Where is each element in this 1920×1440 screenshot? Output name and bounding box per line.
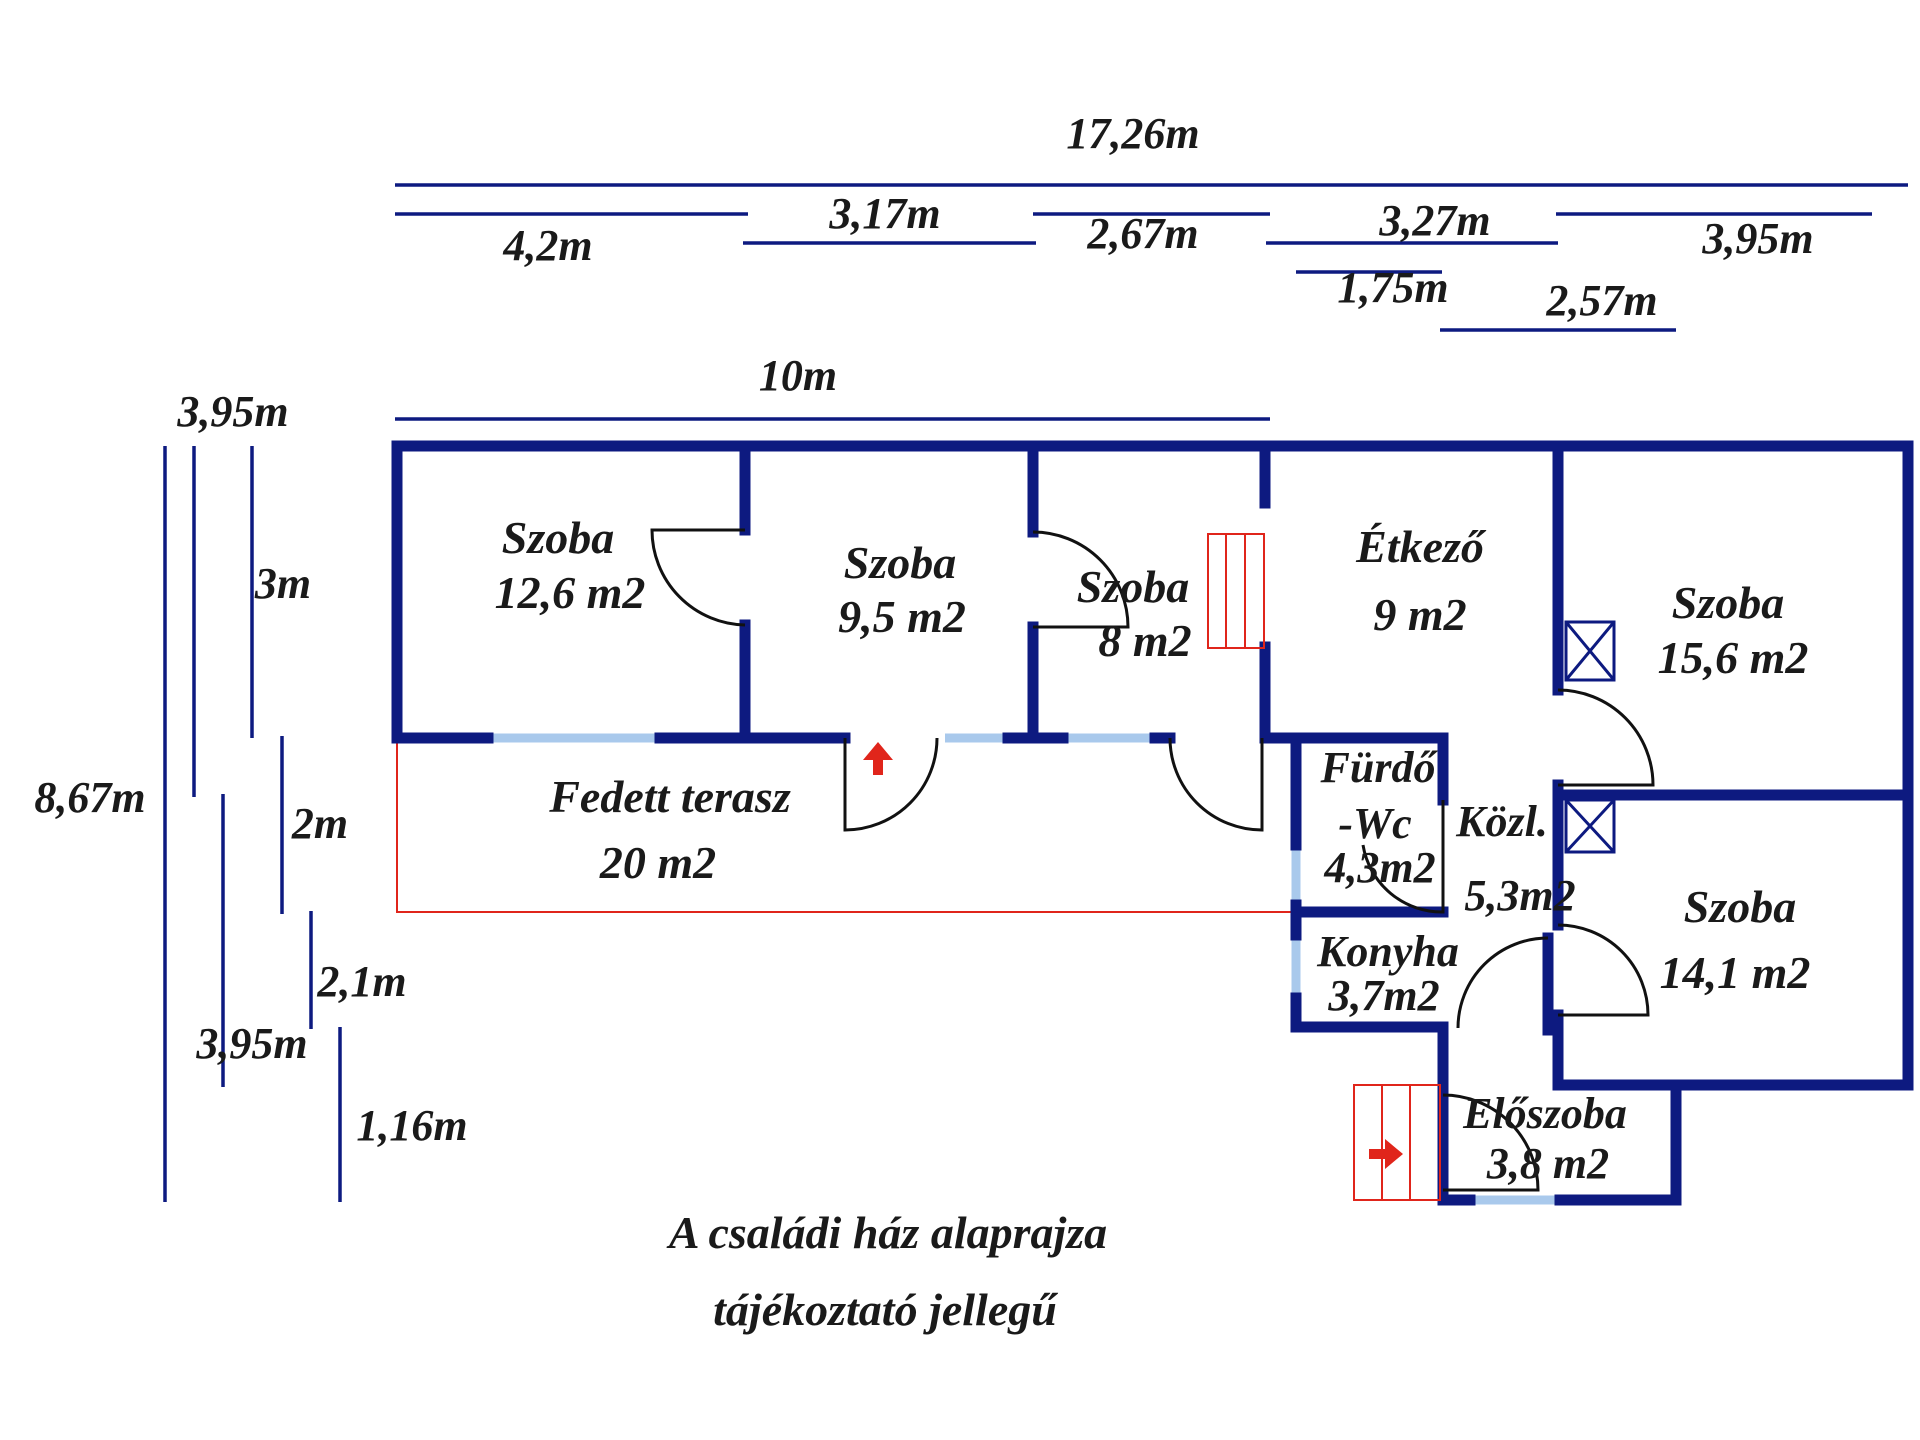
entrance-arrows (863, 742, 1403, 1169)
label-total-width: 17,26m (1066, 109, 1199, 158)
room-kozl-name: Közl. (1455, 797, 1548, 846)
room-szoba5-name: Szoba (1684, 881, 1796, 932)
caption-line2: tájékoztató jellegű (713, 1284, 1058, 1335)
door-szoba2-szoba3 (1032, 530, 1130, 629)
stairs-upper-box (1207, 533, 1265, 649)
doors (650, 528, 1655, 1192)
room-szoba2-name: Szoba (844, 537, 956, 588)
room-szoba2-area: 9,5 m2 (838, 591, 966, 642)
room-furdo-area: 4,3m2 (1323, 843, 1435, 892)
label-3-27: 3,27m (1378, 196, 1490, 245)
label-left-2: 2m (291, 799, 348, 848)
room-szoba3-area: 8 m2 (1098, 615, 1191, 666)
door-szoba4 (1557, 688, 1655, 787)
room-etkezo-name: Étkező (1355, 521, 1487, 572)
room-terasz-area: 20 m2 (599, 837, 716, 888)
label-left-8-67: 8,67m (34, 773, 145, 822)
chimney-upper-x2 (1564, 621, 1616, 681)
label-1-75: 1,75m (1337, 263, 1448, 312)
caption-line1: A családi ház alaprajza (666, 1207, 1107, 1258)
label-10: 10m (759, 351, 837, 400)
caption: A családi ház alaprajza tájékoztató jell… (666, 1207, 1107, 1335)
room-labels: Szoba 12,6 m2 Szoba 9,5 m2 Szoba 8 m2 Ét… (495, 512, 1811, 1188)
door-szoba5 (1557, 923, 1650, 1017)
chimney-upper (1564, 620, 1616, 682)
label-4-2: 4,2m (502, 221, 592, 270)
room-szoba3-name: Szoba (1077, 561, 1189, 612)
chimney-symbols (1564, 620, 1616, 854)
room-szoba4-name: Szoba (1672, 577, 1784, 628)
arrow-up-icon (863, 742, 893, 775)
room-furdo-name2: -Wc (1338, 799, 1411, 848)
room-eloszoba-area: 3,8 m2 (1486, 1139, 1609, 1188)
arrow-right-icon (1369, 1139, 1403, 1169)
room-furdo-name1: Fürdő (1320, 743, 1439, 792)
stairs-upper (1207, 533, 1265, 649)
door-eloszoba (1442, 1093, 1540, 1192)
label-left-3-95-bottom: 3,95m (195, 1019, 307, 1068)
dimension-labels: 17,26m 4,2m 3,17m 2,67m 3,27m 3,95m 1,75… (34, 109, 1813, 1150)
door-konyha (1456, 936, 1549, 1029)
chimney-lower-x2 (1564, 798, 1616, 854)
room-konyha-name: Konyha (1316, 927, 1459, 976)
room-etkezo-area: 9 m2 (1373, 589, 1466, 640)
door-szoba3-terrace (1168, 737, 1264, 832)
door-furdo (1361, 800, 1445, 914)
room-eloszoba-name: Előszoba (1462, 1089, 1627, 1138)
door-terrace (843, 737, 939, 832)
room-konyha-area: 3,7m2 (1327, 971, 1439, 1020)
room-szoba1-area: 12,6 m2 (495, 567, 646, 618)
label-left-3-95-top: 3,95m (176, 387, 288, 436)
label-2-57: 2,57m (1545, 276, 1657, 325)
room-szoba4-area: 15,6 m2 (1658, 632, 1809, 683)
stairs-entrance (1353, 1084, 1441, 1201)
top-dimension-lines (395, 183, 1908, 421)
label-3-95-top: 3,95m (1701, 214, 1813, 263)
door-szoba1-szoba2 (650, 528, 746, 627)
label-2-67: 2,67m (1086, 209, 1198, 258)
left-dimension-lines (163, 446, 342, 1202)
stairs-entrance-box (1353, 1084, 1441, 1201)
walls (391, 440, 1914, 1206)
label-3-17: 3,17m (828, 189, 940, 238)
room-szoba1-name: Szoba (502, 512, 614, 563)
terrace-outline (396, 738, 1296, 913)
label-left-1-16: 1,16m (356, 1101, 467, 1150)
label-left-3: 3m (254, 559, 311, 608)
room-szoba5-area: 14,1 m2 (1660, 947, 1811, 998)
label-left-2-1: 2,1m (316, 957, 406, 1006)
room-terasz-name: Fedett terasz (548, 771, 791, 822)
room-kozl-area: 5,3m2 (1464, 871, 1575, 920)
chimney-lower (1564, 798, 1616, 854)
